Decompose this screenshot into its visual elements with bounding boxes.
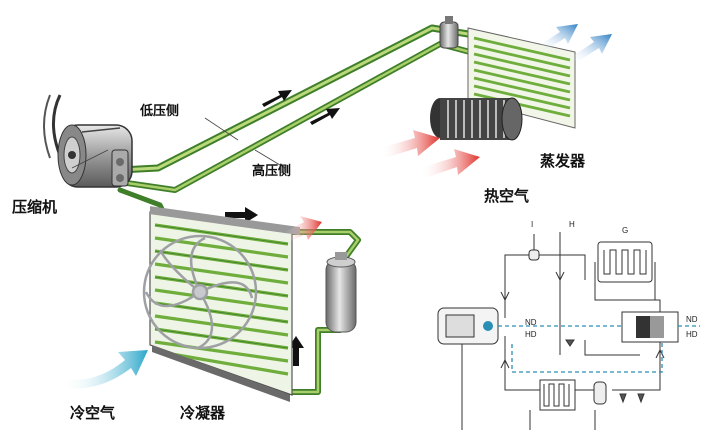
schematic-diagram <box>437 232 679 430</box>
hot-air-arrow-2 <box>420 149 480 178</box>
schematic-nd-left: ND <box>525 318 537 327</box>
label-leaders <box>71 117 286 169</box>
schematic-tag-g: G <box>622 226 629 235</box>
schematic-nd-right: ND <box>686 315 698 324</box>
flow-arrow-high-side <box>310 108 340 125</box>
compressor-icon <box>43 94 133 188</box>
cold-air-label: 冷空气 <box>70 404 116 422</box>
hot-air-arrow-1 <box>380 130 440 158</box>
cool-air-arrow-1 <box>540 24 578 50</box>
flow-arrow-low-side <box>262 90 292 107</box>
schematic-tag-h: H <box>569 220 575 229</box>
fan-icon <box>142 234 258 350</box>
hot-air-arrow-condenser <box>285 216 322 242</box>
hot-air-label: 热空气 <box>484 187 530 205</box>
compressor-label: 压缩机 <box>12 198 58 216</box>
schematic-tag-i: I <box>531 220 534 229</box>
schematic-receiver <box>593 381 607 405</box>
schematic-hd-left: HD <box>525 330 537 339</box>
schematic-evaporator-g <box>597 241 653 283</box>
schematic-valve-i <box>528 249 540 261</box>
cool-air-arrow-2 <box>570 34 612 62</box>
condenser-label: 冷凝器 <box>180 404 226 422</box>
blower-icon <box>430 97 523 141</box>
flow-arrow-condenser-in <box>225 207 258 223</box>
low-side-label: 低压侧 <box>140 104 180 119</box>
schematic-pressure-lines <box>498 325 700 373</box>
schematic-hd-right: HD <box>686 330 698 339</box>
expansion-valve-icon <box>439 16 459 49</box>
high-side-label: 高压侧 <box>252 164 292 179</box>
receiver-drier-icon <box>325 252 357 333</box>
evaporator-label: 蒸发器 <box>540 152 586 170</box>
cold-air-arrow <box>62 350 148 389</box>
condenser-icon <box>142 206 300 402</box>
